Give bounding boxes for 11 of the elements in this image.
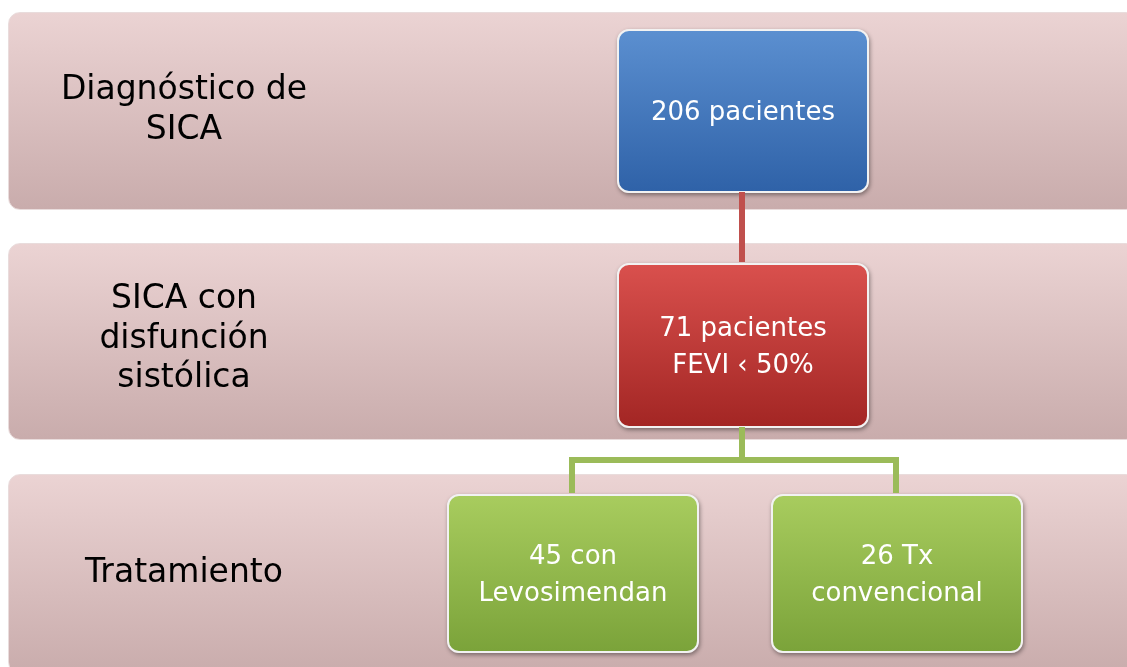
process-box: 206 pacientes (617, 29, 869, 193)
process-box: 45 con Levosimendan (447, 494, 699, 653)
process-box: 26 Tx convencional (771, 494, 1023, 653)
process-box: 71 pacientes FEVI ‹ 50% (617, 263, 869, 428)
stage-band (8, 474, 1127, 667)
stage-band (8, 243, 1127, 440)
stage-label: SICA con disfunción sistólica (98, 277, 270, 396)
stage-label: Diagnóstico de SICA (59, 68, 309, 148)
stage-label: Tratamiento (84, 551, 284, 591)
stage-band (8, 12, 1127, 210)
connector-line (739, 192, 745, 262)
